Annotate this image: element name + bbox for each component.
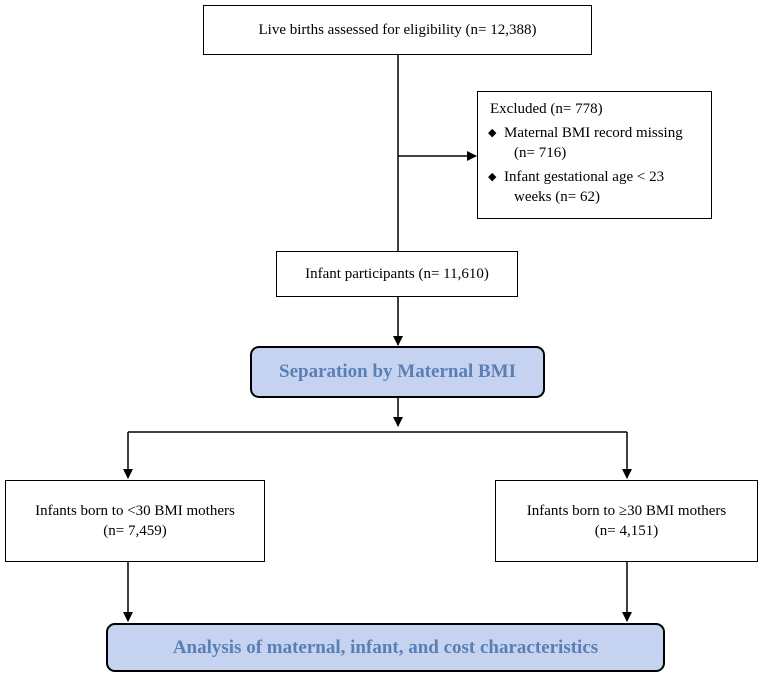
left-group-label: Infants born to <30 BMI mothers xyxy=(35,503,235,519)
excluded-item: ◆ Maternal BMI record missing (n= 716) xyxy=(488,123,683,163)
separation-box: Separation by Maternal BMI xyxy=(250,346,545,398)
excluded-item-count: (n= 716) xyxy=(514,145,567,161)
analysis-box: Analysis of maternal, infant, and cost c… xyxy=(106,623,665,672)
excluded-title: Excluded (n= 778) xyxy=(490,101,603,117)
excluded-item-line: Infant gestational age < 23 xyxy=(504,169,665,185)
analysis-text: Analysis of maternal, infant, and cost c… xyxy=(172,636,599,658)
excluded-item-line: Maternal BMI record missing xyxy=(504,125,683,141)
diamond-bullet-icon: ◆ xyxy=(488,171,497,183)
separation-text: Separation by Maternal BMI xyxy=(279,361,516,382)
left-group-count: (n= 7,459) xyxy=(103,523,167,539)
excluded-item: ◆ Infant gestational age < 23 weeks (n= … xyxy=(488,167,664,207)
right-group-count: (n= 4,151) xyxy=(594,523,659,539)
excluded-box: Excluded (n= 778) ◆ Maternal BMI record … xyxy=(477,91,712,219)
right-group-box: Infants born to ≥30 BMI mothers (n= 4,15… xyxy=(495,480,758,562)
diamond-bullet-icon: ◆ xyxy=(488,127,497,139)
right-group-label: Infants born to ≥30 BMI mothers xyxy=(526,503,727,519)
left-group-box: Infants born to <30 BMI mothers (n= 7,45… xyxy=(5,480,265,562)
participants-box: Infant participants (n= 11,610) xyxy=(276,251,518,297)
excluded-item-count: weeks (n= 62) xyxy=(514,189,600,205)
participants-text: Infant participants (n= 11,610) xyxy=(305,266,489,282)
eligibility-box: Live births assessed for eligibility (n=… xyxy=(203,5,592,55)
eligibility-text: Live births assessed for eligibility (n=… xyxy=(258,22,537,38)
